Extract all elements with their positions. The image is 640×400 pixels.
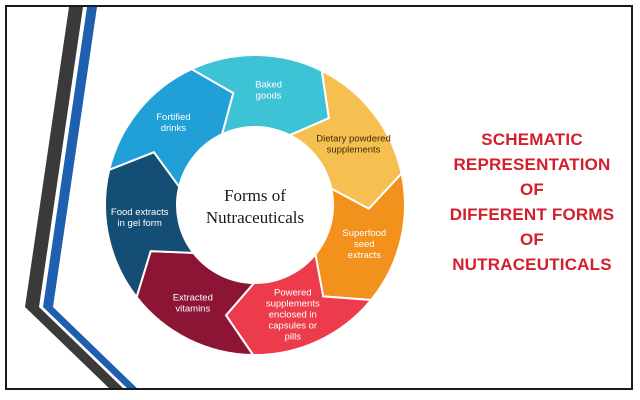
segment-label: Food extracts [111, 207, 169, 218]
center-circle [179, 129, 331, 281]
segment-label: drinks [161, 123, 187, 134]
heading-line: DIFFERENT FORMS [449, 205, 615, 224]
segment-label: Powered [274, 288, 312, 299]
cycle-segment [107, 67, 235, 190]
segment-label: goods [256, 90, 282, 101]
segment-label: pills [285, 332, 302, 343]
segment-label: vitamins [175, 303, 210, 314]
heading-line: OF [519, 230, 544, 249]
segment-label: capsules or [269, 321, 318, 332]
decorative-stripes [25, 7, 137, 388]
heading-line: SCHEMATIC [481, 130, 583, 149]
heading-line: OF [519, 180, 544, 199]
segment-label: supplements [266, 299, 320, 310]
segment-label: Dietary powdered [316, 133, 390, 144]
segment-label: supplements [327, 144, 381, 155]
segment-label: Extracted [173, 292, 213, 303]
center-title: Nutraceuticals [206, 208, 304, 227]
segment-label: enclosed in [269, 310, 317, 321]
segment-label: Superfood [342, 228, 386, 239]
heading-line: REPRESENTATION [453, 155, 611, 174]
schematic-heading: SCHEMATIC REPRESENTATION OF DIFFERENT FO… [432, 127, 631, 277]
segment-label: extracts [348, 250, 382, 261]
center-title: Forms of [224, 186, 286, 205]
segment-label: seed [354, 239, 375, 250]
segment-label: Baked [255, 79, 282, 90]
stripe-blue [43, 7, 137, 388]
heading-line: NUTRACEUTICALS [452, 255, 612, 274]
segment-label: Fortified [156, 112, 190, 123]
segment-label: in gel form [118, 218, 162, 229]
stripe-dark [25, 7, 123, 388]
